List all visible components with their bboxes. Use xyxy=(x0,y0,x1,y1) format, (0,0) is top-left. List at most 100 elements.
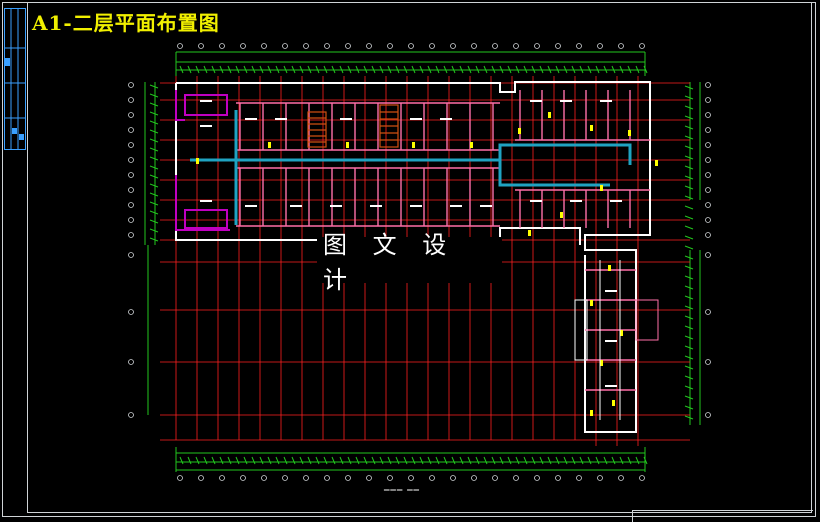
dimension-tick xyxy=(259,65,264,74)
dimension-tick xyxy=(515,65,520,74)
axis-bubble-left xyxy=(128,252,134,258)
dimension-tick xyxy=(227,65,232,74)
dimension-tick xyxy=(459,456,464,465)
axis-bubble-bottom xyxy=(177,475,183,481)
dimension-tick xyxy=(339,65,344,74)
axis-bubble-right xyxy=(705,142,711,148)
drawing-caption-mark: ═══ ══ xyxy=(384,488,420,494)
axis-bubble-right xyxy=(705,359,711,365)
dimension-tick xyxy=(499,456,504,465)
dimension-tick xyxy=(684,135,694,140)
dimension-tick xyxy=(684,305,694,310)
dimension-tick xyxy=(403,456,408,465)
dimension-tick xyxy=(684,165,694,170)
axis-bubble-top xyxy=(261,43,267,49)
axis-bubble-top xyxy=(408,43,414,49)
dimension-tick xyxy=(555,456,560,465)
dimension-tick xyxy=(684,105,694,110)
dimension-tick xyxy=(507,456,512,465)
dimension-tick xyxy=(363,456,368,465)
dimension-tick xyxy=(603,456,608,465)
axis-bubbles xyxy=(128,43,711,481)
axis-bubble-bottom xyxy=(576,475,582,481)
axis-bubble-top xyxy=(471,43,477,49)
dimension-tick xyxy=(684,145,694,150)
dimension-tick xyxy=(149,183,159,188)
dimension-tick xyxy=(243,65,248,74)
fixture-mark xyxy=(196,158,199,164)
room-tag xyxy=(410,118,422,120)
dimension-tick xyxy=(684,355,694,360)
axis-bubble-left xyxy=(128,412,134,418)
axis-bubble-top xyxy=(177,43,183,49)
dimension-tick xyxy=(259,456,264,465)
dimension-tick xyxy=(531,456,536,465)
axis-bubble-bottom xyxy=(366,475,372,481)
room-tag xyxy=(330,205,342,207)
dimension-tick xyxy=(619,456,624,465)
fixture-mark xyxy=(470,142,473,148)
drawing-frame xyxy=(27,2,812,513)
dimension-tick xyxy=(684,415,694,420)
dimension-tick xyxy=(491,65,496,74)
dimension-tick xyxy=(339,456,344,465)
dimension-tick xyxy=(419,65,424,74)
dimension-tick xyxy=(467,65,472,74)
dimension-tick xyxy=(235,456,240,465)
dimension-tick xyxy=(467,456,472,465)
axis-bubble-bottom xyxy=(198,475,204,481)
axis-bubble-right xyxy=(705,127,711,133)
dimension-tick xyxy=(267,456,272,465)
dimension-tick xyxy=(395,65,400,74)
room-tag xyxy=(440,118,452,120)
dimension-tick xyxy=(363,65,368,74)
axis-bubble-top xyxy=(198,43,204,49)
dimension-tick xyxy=(149,192,159,197)
axis-bubble-bottom xyxy=(429,475,435,481)
fixture-mark xyxy=(590,125,593,131)
dimension-tick xyxy=(547,456,552,465)
fixture-mark xyxy=(600,185,603,191)
axis-bubble-right xyxy=(705,217,711,223)
dimension-tick xyxy=(419,456,424,465)
axis-bubble-bottom xyxy=(534,475,540,481)
dimension-tick xyxy=(411,65,416,74)
dimension-tick xyxy=(149,111,159,116)
left-title-block xyxy=(4,8,26,150)
dimension-tick xyxy=(684,385,694,390)
dimension-tick xyxy=(347,65,352,74)
dimension-tick xyxy=(251,65,256,74)
axis-bubble-top xyxy=(450,43,456,49)
dimension-tick xyxy=(227,456,232,465)
axis-bubble-left xyxy=(128,217,134,223)
dimension-tick xyxy=(211,65,216,74)
dimension-tick xyxy=(684,235,694,240)
dimension-tick xyxy=(331,65,336,74)
dimension-tick xyxy=(371,65,376,74)
axis-bubble-left xyxy=(128,97,134,103)
dimension-tick xyxy=(684,345,694,350)
dimension-tick xyxy=(149,84,159,89)
axis-bubble-top xyxy=(513,43,519,49)
dimension-tick xyxy=(323,456,328,465)
dimension-tick xyxy=(291,65,296,74)
axis-bubble-bottom xyxy=(639,475,645,481)
dimension-tick xyxy=(603,65,608,74)
dimension-tick xyxy=(611,456,616,465)
fixture-mark xyxy=(528,230,531,236)
dimension-tick xyxy=(149,129,159,134)
dimension-tick xyxy=(611,65,616,74)
axis-bubble-bottom xyxy=(345,475,351,481)
axis-grid xyxy=(160,76,690,446)
dimension-tick xyxy=(149,237,159,242)
dimension-tick xyxy=(149,174,159,179)
axis-bubble-top xyxy=(639,43,645,49)
dimension-tick xyxy=(627,456,632,465)
axis-bubble-right xyxy=(705,157,711,163)
room-tag xyxy=(600,100,612,102)
dimension-tick xyxy=(195,456,200,465)
dimension-tick xyxy=(547,65,552,74)
room-tag xyxy=(290,205,302,207)
fixture-mark xyxy=(620,330,623,336)
axis-bubble-top xyxy=(366,43,372,49)
